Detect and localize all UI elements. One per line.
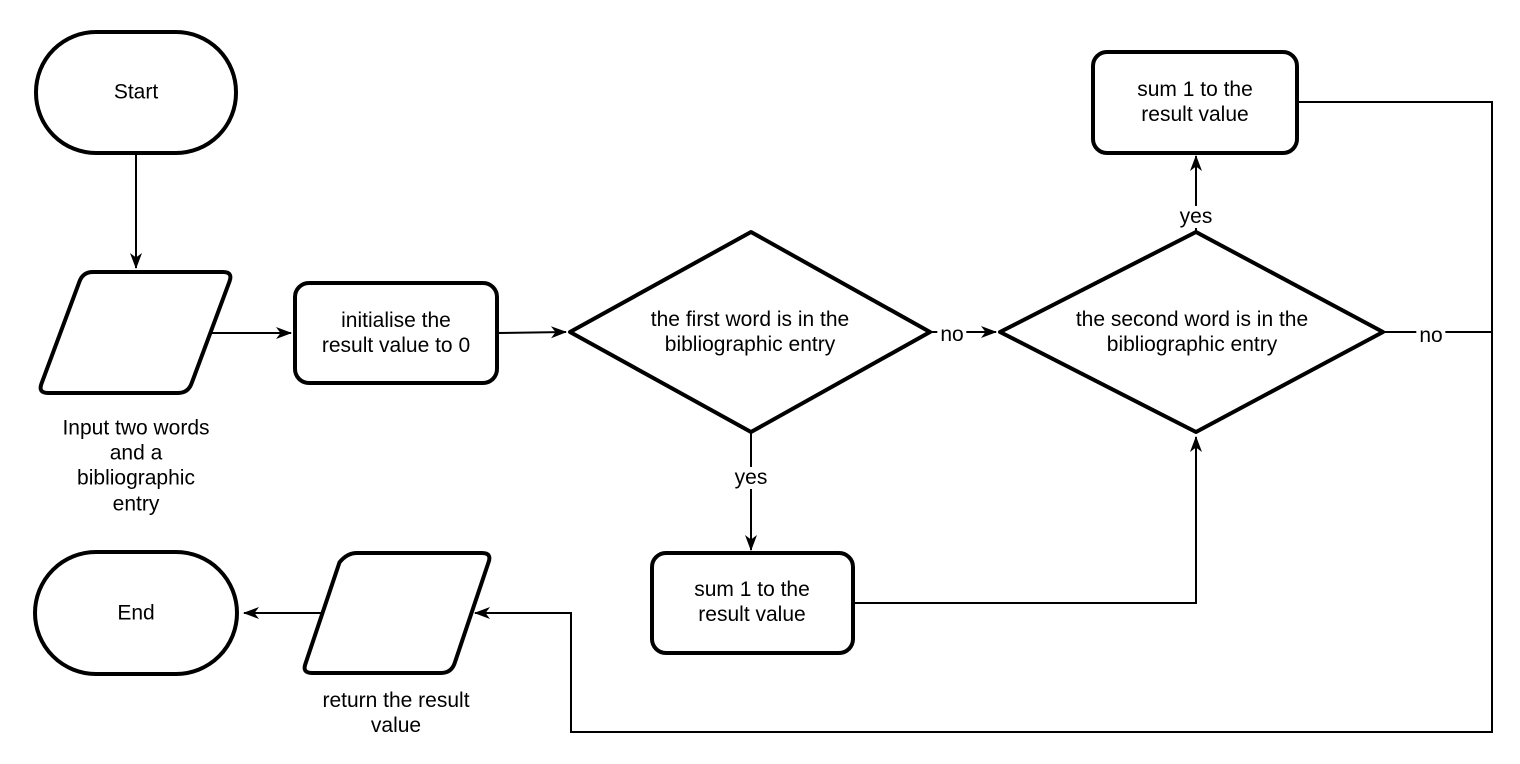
sum-top-label: sum 1 to the result value xyxy=(1137,77,1253,126)
return-label: return the result value xyxy=(322,688,470,737)
yes-label-first: yes xyxy=(731,466,771,490)
end-label: End xyxy=(117,601,155,625)
second-decision-diamond-shape xyxy=(998,230,1385,434)
first-decision-diamond-shape xyxy=(568,230,932,434)
initialise-process-shape xyxy=(293,281,499,385)
no-label-first: no xyxy=(937,323,967,347)
end-terminator-shape xyxy=(33,550,239,676)
initialise-label: initialise the result value to 0 xyxy=(321,308,471,357)
return-parallelogram-shape xyxy=(302,551,492,675)
second-decision-label: the second word is in the bibliographic … xyxy=(1075,307,1309,356)
edge-initialise-to-first-decision xyxy=(496,326,567,339)
edge-loop-to-return xyxy=(474,101,1493,733)
sum-bottom-process-shape xyxy=(650,551,855,655)
no-label-second: no xyxy=(1416,324,1446,348)
input-label: Input two words and a bibliographic entr… xyxy=(62,416,210,516)
input-parallelogram-shape xyxy=(38,270,233,395)
sum-top-process-shape xyxy=(1091,50,1299,155)
edge-sum-bottom-to-second-decision xyxy=(853,436,1202,604)
sum-bottom-label: sum 1 to the result value xyxy=(694,577,810,626)
start-terminator-shape xyxy=(34,30,238,155)
yes-label-second: yes xyxy=(1176,205,1216,229)
start-label: Start xyxy=(113,80,159,104)
first-decision-label: the first word is in the bibliographic e… xyxy=(650,307,850,356)
